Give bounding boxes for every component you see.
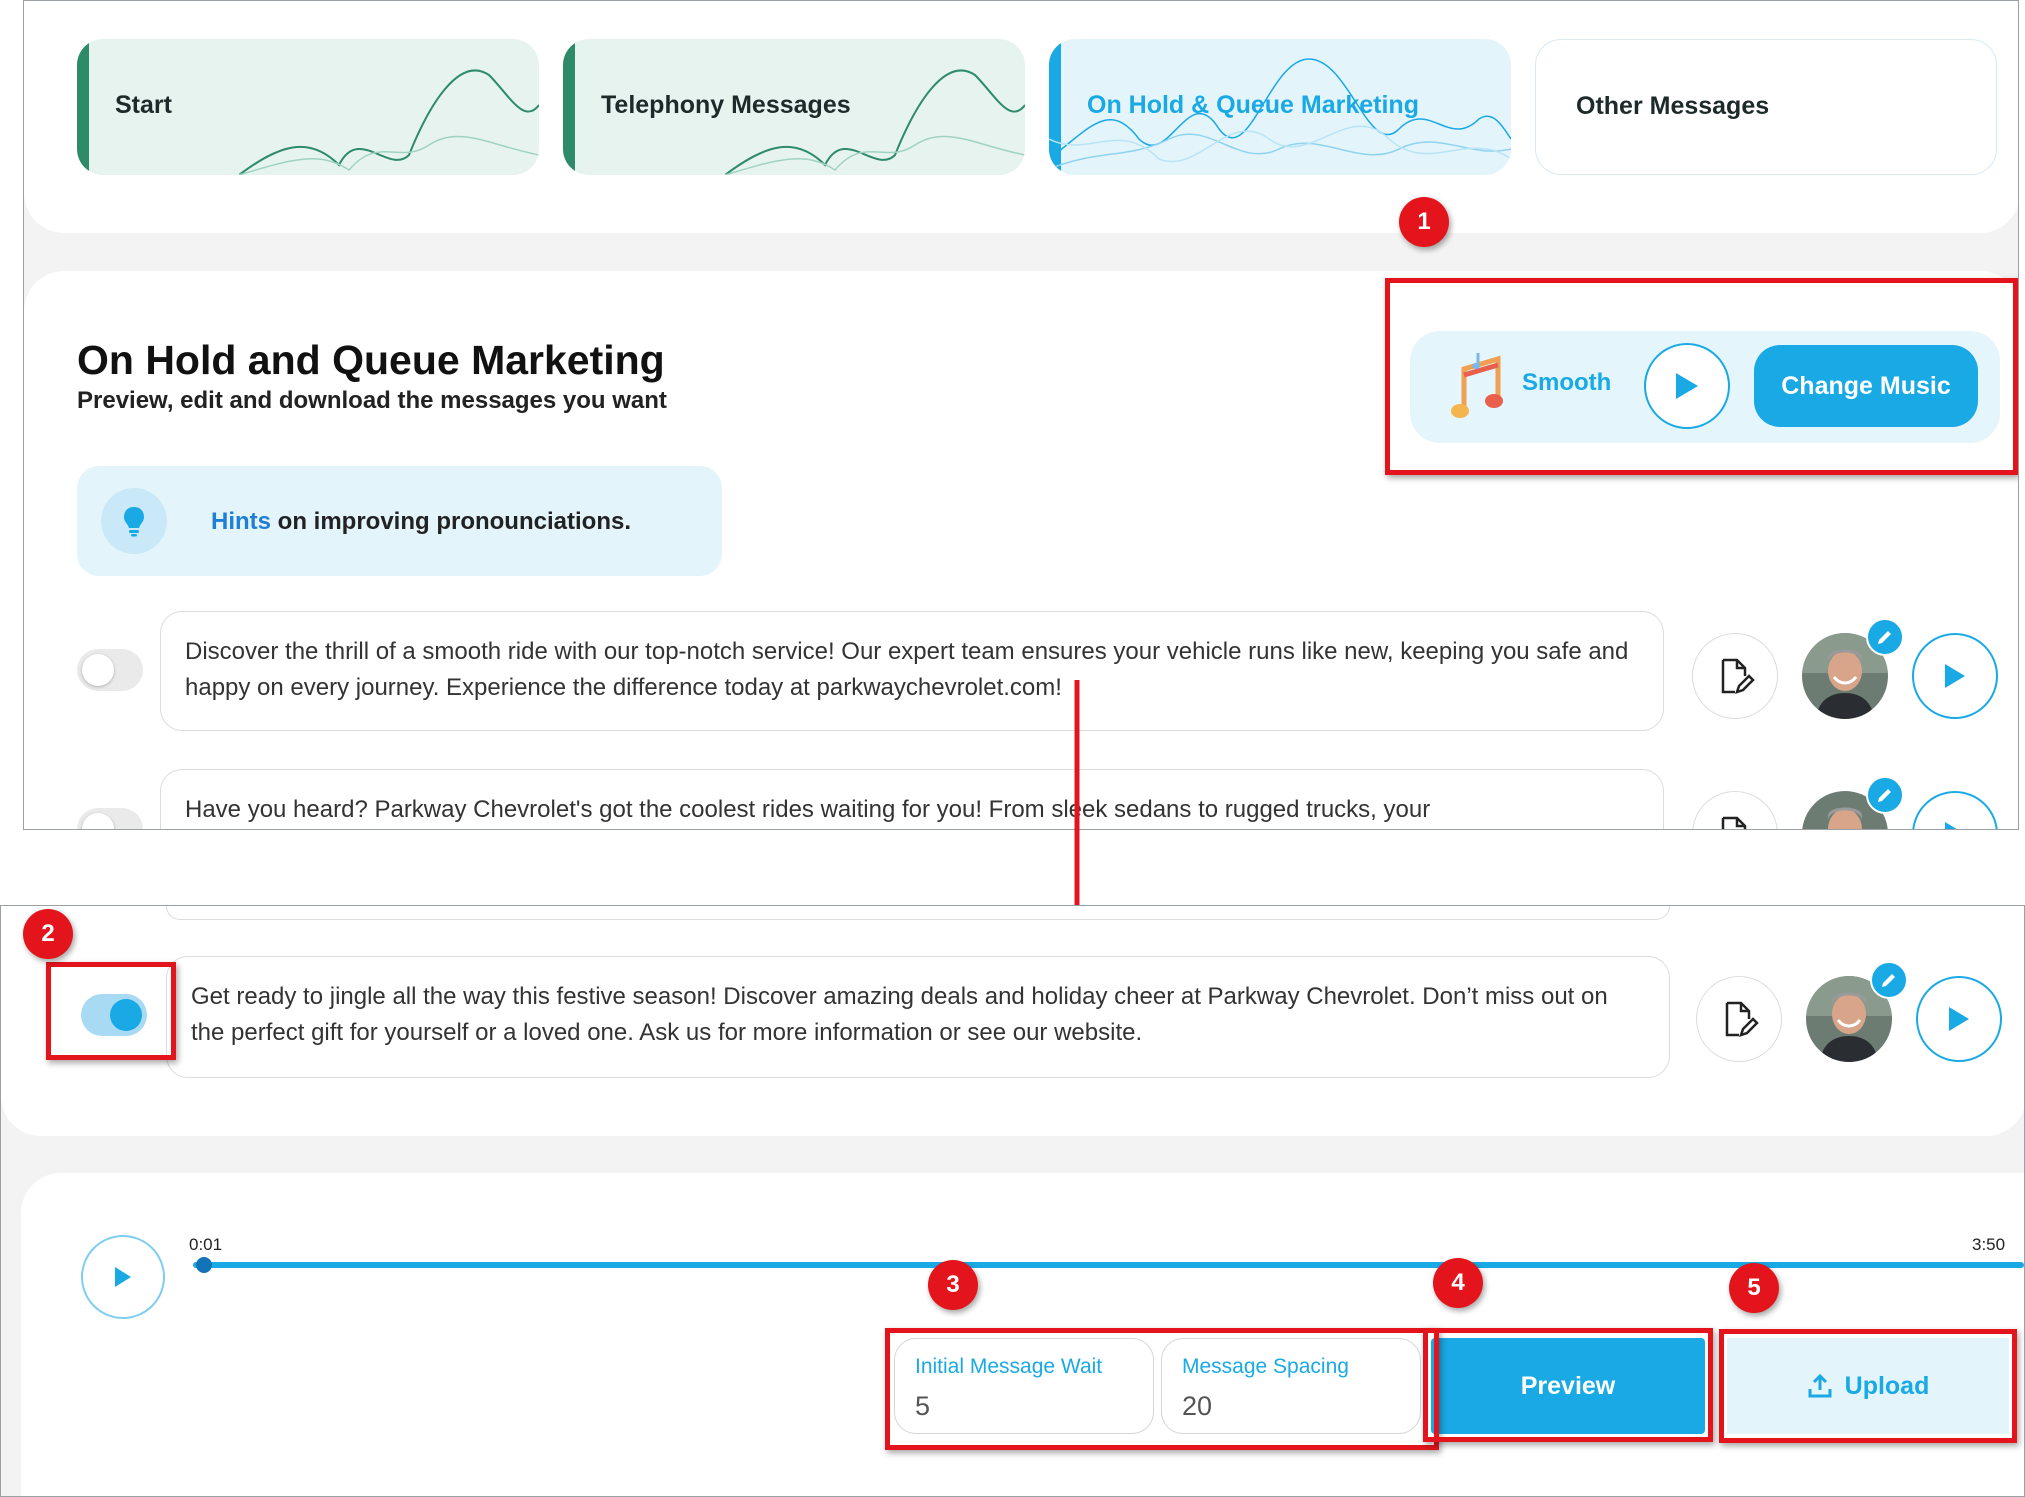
tab-other-messages[interactable]: Other Messages — [1535, 39, 1997, 175]
message-text: Have you heard? Parkway Chevrolet's got … — [185, 796, 1431, 823]
annotation-box-preview — [1423, 1328, 1713, 1442]
field-label: Initial Message Wait — [915, 1355, 1103, 1378]
hints-banner: Hints on improving pronounciations. — [77, 466, 722, 576]
upload-button[interactable]: Upload — [1727, 1338, 2009, 1434]
preview-button[interactable]: Preview — [1431, 1338, 1705, 1434]
annotation-box-music — [1385, 278, 2018, 475]
initial-message-wait-field[interactable]: Initial Message Wait 5 — [894, 1338, 1154, 1434]
music-selector: Smooth Change Music — [1410, 331, 2000, 443]
message-card[interactable]: Get ready to jingle all the way this fes… — [166, 956, 1670, 1078]
tab-telephony-messages[interactable]: Telephony Messages — [563, 39, 1025, 175]
tab-on-hold-queue-marketing[interactable]: On Hold & Queue Marketing — [1049, 39, 1511, 175]
annotation-badge: 2 — [23, 909, 73, 959]
pencil-icon — [1878, 789, 1891, 802]
toggle-knob — [110, 999, 142, 1031]
message-card[interactable]: Discover the thrill of a smooth ride wit… — [160, 611, 1664, 731]
tab-progress-bar — [77, 39, 89, 175]
hints-link[interactable]: Hints — [211, 508, 271, 535]
preview-play-button[interactable] — [81, 1235, 165, 1319]
tab-label: Other Messages — [1576, 92, 1770, 120]
annotation-badge: 5 — [1729, 1263, 1779, 1313]
message-play-button[interactable] — [1912, 791, 1998, 829]
field-value: 20 — [1182, 1391, 1213, 1421]
message-card[interactable]: Have you heard? Parkway Chevrolet's got … — [160, 769, 1664, 829]
upload-icon — [1808, 1373, 1832, 1398]
edit-script-button[interactable] — [1696, 976, 1782, 1062]
hint-text: Hints on improving pronounciations. — [211, 508, 631, 536]
field-label: Message Spacing — [1182, 1355, 1349, 1378]
field-value: 5 — [915, 1391, 931, 1421]
tab-start[interactable]: Start — [77, 39, 539, 175]
music-name: Smooth — [1522, 369, 1612, 396]
message-play-button[interactable] — [1912, 633, 1998, 719]
hint-description: on improving pronounciations. — [271, 508, 631, 535]
music-note-icon — [1450, 351, 1512, 433]
play-icon — [1945, 822, 1957, 829]
music-play-button[interactable] — [1644, 343, 1730, 429]
wave-decoration-icon — [1049, 58, 1511, 170]
annotation-badge: 3 — [928, 1260, 978, 1310]
message-toggle[interactable] — [81, 994, 147, 1036]
avatar-edit-button[interactable] — [1866, 776, 1904, 814]
tab-label: Telephony Messages — [601, 91, 851, 119]
tab-label: Start — [115, 91, 172, 119]
annotation-badge: 4 — [1433, 1258, 1483, 1308]
edit-document-icon — [1725, 1001, 1759, 1037]
avatar-edit-button[interactable] — [1866, 618, 1904, 656]
avatar-edit-button[interactable] — [1870, 961, 1908, 999]
wave-decoration-icon — [725, 69, 1025, 175]
upload-label: Upload — [1844, 1371, 1930, 1400]
message-text: Discover the thrill of a smooth ride wit… — [185, 638, 1629, 701]
message-list-continued: Get ready to jingle all the way this fes… — [1, 906, 2024, 1136]
edit-script-button[interactable] — [1692, 791, 1778, 829]
top-panel: Start Telephony Messages On Hold & Queue… — [23, 0, 2019, 830]
progress-track[interactable] — [193, 1262, 2024, 1268]
page-subtitle: Preview, edit and download the messages … — [77, 387, 667, 414]
current-time: 0:01 — [189, 1235, 223, 1254]
lightbulb-icon — [101, 488, 167, 554]
annotation-box-toggle — [46, 962, 176, 1060]
wave-decoration-icon — [239, 69, 539, 175]
edit-document-icon — [1721, 816, 1747, 829]
bottom-panel: Get ready to jingle all the way this fes… — [0, 905, 2025, 1497]
annotation-box-settings — [885, 1328, 1439, 1450]
edit-script-button[interactable] — [1692, 633, 1778, 719]
message-toggle[interactable] — [77, 649, 143, 691]
play-icon — [1945, 664, 1965, 688]
total-time: 3:50 — [1972, 1235, 2006, 1254]
page-title: On Hold and Queue Marketing — [77, 337, 665, 383]
change-music-button[interactable]: Change Music — [1754, 345, 1978, 427]
tab-label: On Hold & Queue Marketing — [1087, 91, 1419, 119]
edit-document-icon — [1721, 658, 1755, 694]
pencil-icon — [1878, 631, 1891, 644]
previous-card-edge — [166, 906, 1670, 920]
toggle-knob — [82, 654, 114, 686]
toggle-knob — [82, 813, 114, 829]
message-spacing-field[interactable]: Message Spacing 20 — [1161, 1338, 1421, 1434]
step-tabs: Start Telephony Messages On Hold & Queue… — [24, 1, 2018, 233]
audio-player-section: 0:01 3:50 Initial Message Wait 5 Message… — [21, 1173, 2024, 1496]
main-content: On Hold and Queue Marketing Preview, edi… — [24, 271, 2018, 829]
message-toggle[interactable] — [77, 808, 143, 829]
progress-thumb[interactable] — [196, 1257, 213, 1273]
play-icon — [1949, 1007, 1969, 1031]
annotation-box-upload — [1719, 1329, 2017, 1443]
message-text: Get ready to jingle all the way this fes… — [191, 983, 1608, 1046]
play-icon — [115, 1267, 131, 1287]
pencil-icon — [1882, 974, 1895, 987]
annotation-badge: 1 — [1399, 197, 1449, 247]
play-icon — [1676, 373, 1698, 399]
tab-progress-bar — [563, 39, 575, 175]
message-play-button[interactable] — [1916, 976, 2002, 1062]
